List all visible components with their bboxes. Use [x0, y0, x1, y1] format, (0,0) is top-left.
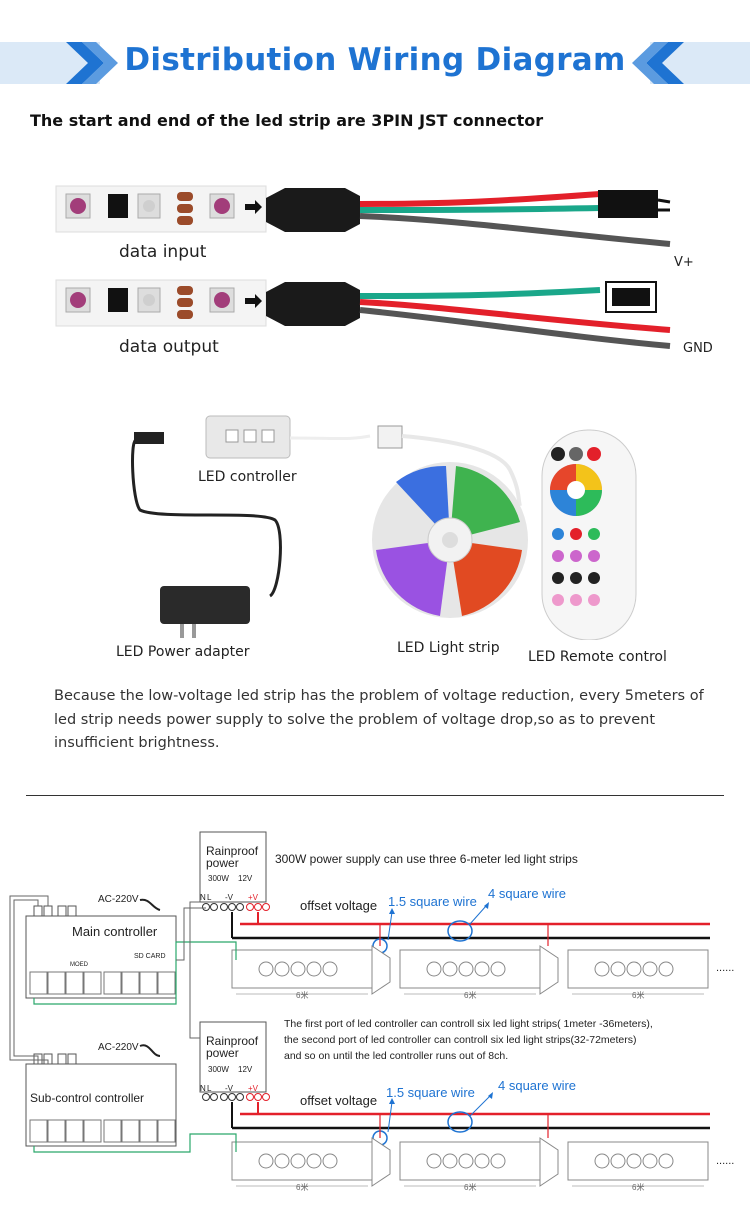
psu-top-terminal-minus: -V — [225, 893, 233, 902]
psu-bottom-title: Rainproof power — [206, 1034, 259, 1060]
segment-length-5: 6米 — [464, 1183, 477, 1192]
sd-card-label: SD CARD — [134, 953, 166, 960]
wire-15-top: 1.5 square wire — [388, 894, 477, 909]
psu-top-voltage: 12V — [238, 874, 253, 883]
ellipsis-bottom: ...... — [716, 1155, 735, 1167]
wire-4-bottom: 4 square wire — [498, 1078, 577, 1093]
connector-illustration — [55, 185, 671, 349]
data-output-label: data output — [119, 337, 219, 357]
segment-length-2: 6米 — [464, 991, 477, 1000]
offset-voltage-top: offset voltage — [300, 898, 378, 913]
segment-length-4: 6米 — [296, 1183, 309, 1192]
led-strip-reel — [372, 462, 528, 618]
ac-label-bottom: AC-220V — [98, 1042, 139, 1053]
psu-top-title-1: Rainproof power — [206, 844, 259, 870]
psu-bottom-voltage: 12V — [238, 1065, 253, 1074]
controller-port-note-2: the second port of led controller can co… — [284, 1034, 637, 1046]
page-title: Distribution Wiring Diagram — [124, 42, 626, 78]
strip-label: LED Light strip — [397, 640, 500, 656]
remote-control-device — [541, 429, 637, 640]
controller-port-note-1: The first port of led controller can con… — [284, 1018, 653, 1030]
wiring-diagram — [9, 831, 710, 1187]
psu-top-rating: 300W — [208, 874, 229, 883]
psu-top-terminal-n: N — [200, 893, 206, 902]
main-controller-label: Main controller — [72, 924, 158, 939]
kit-illustration — [131, 415, 637, 640]
power-adapter-device — [160, 586, 250, 638]
section-divider — [26, 795, 724, 796]
title-banner — [0, 42, 750, 84]
segment-length-1: 6米 — [296, 991, 309, 1000]
remote-label: LED Remote control — [528, 649, 667, 665]
subtitle: The start and end of the led strip are 3… — [30, 111, 544, 130]
segment-length-6: 6米 — [632, 1183, 645, 1192]
psu-bottom-rating: 300W — [208, 1065, 229, 1074]
wire-4-top: 4 square wire — [488, 886, 567, 901]
ac-label-top: AC-220V — [98, 894, 139, 905]
led-strip-output — [55, 279, 671, 349]
adapter-label: LED Power adapter — [116, 644, 250, 660]
led-strip-input — [55, 185, 671, 247]
ellipsis-top: ...... — [716, 962, 735, 974]
mode-label: MOED — [70, 962, 88, 968]
controller-label: LED controller — [198, 469, 297, 485]
segment-length-3: 6米 — [632, 991, 645, 1000]
controller-port-note-3: and so on until the led controller runs … — [284, 1050, 509, 1062]
psu-bottom-terminal-plus: +V — [248, 1084, 259, 1093]
psu-bottom-terminal-l: L — [207, 1084, 212, 1093]
psu-top-terminal-l: L — [207, 893, 212, 902]
psu-top-terminal-plus: +V — [248, 893, 259, 902]
wire-15-bottom: 1.5 square wire — [386, 1085, 475, 1100]
voltage-drop-paragraph: Because the low-voltage led strip has th… — [54, 688, 704, 751]
psu-bottom-terminal-minus: -V — [225, 1084, 233, 1093]
psu-capacity-note: 300W power supply can use three 6-meter … — [275, 852, 578, 866]
offset-voltage-bottom: offset voltage — [300, 1093, 378, 1108]
data-input-label: data input — [119, 242, 207, 262]
psu-bottom-terminal-n: N — [200, 1084, 206, 1093]
vplus-label: V+ — [674, 255, 694, 270]
sub-controller-label: Sub-control controller — [30, 1091, 145, 1105]
strip-row-bottom — [231, 1137, 709, 1187]
gnd-label: GND — [683, 341, 713, 356]
strip-row-top — [231, 945, 709, 995]
